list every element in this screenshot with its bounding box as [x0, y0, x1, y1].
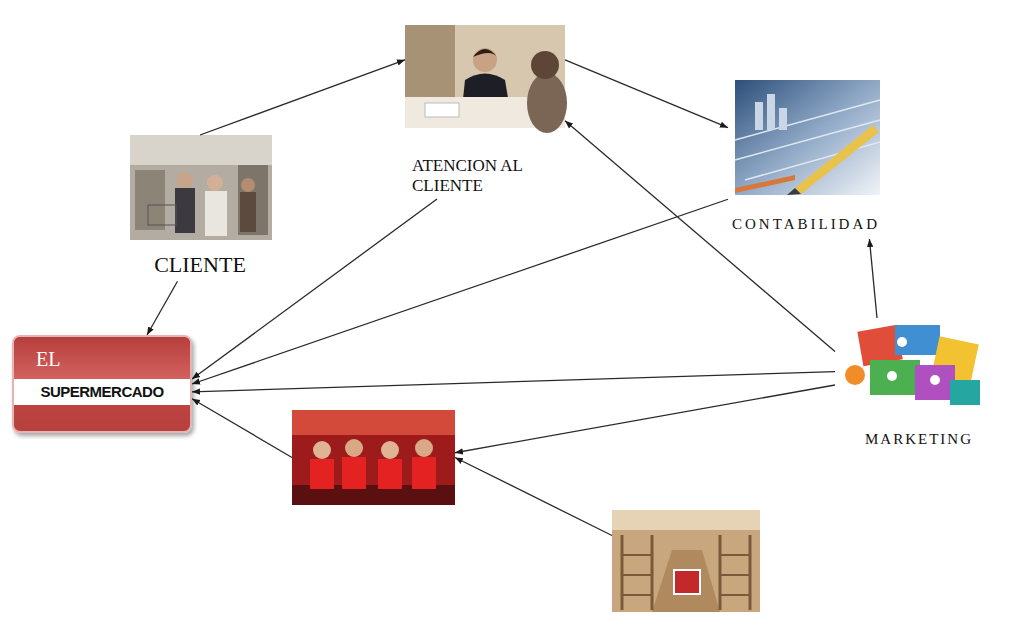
collage-piece [950, 380, 980, 405]
figure-head [897, 337, 907, 347]
chart-bar [767, 94, 775, 130]
accounting-photo [735, 80, 880, 195]
papers [425, 103, 459, 117]
person-body [240, 192, 256, 232]
connector-arrow [192, 372, 835, 392]
connector-arrow [192, 199, 728, 384]
photo-caption: MARKETING [835, 410, 1003, 452]
photo-ground [130, 135, 272, 240]
photo-caption-node: CONTABILIDAD [728, 80, 930, 239]
person-body [175, 188, 195, 233]
shelf [238, 165, 268, 235]
product-box [674, 570, 700, 594]
pencil-tip [787, 188, 801, 195]
person-hair [473, 49, 497, 57]
person-shirt [412, 457, 436, 489]
figure-head [930, 375, 940, 385]
chart-bar [755, 102, 763, 130]
shelf-board [622, 555, 750, 595]
connector-arrow [565, 60, 728, 128]
shelf-post [622, 535, 750, 610]
photo-frame [125, 135, 275, 240]
photo-frame [835, 318, 1003, 410]
person-shirt [378, 459, 402, 489]
person-head [415, 439, 433, 457]
figure-head [887, 371, 897, 381]
connector-arrow [147, 281, 178, 335]
photo-caption: CONTABILIDAD [728, 195, 930, 239]
person-head [241, 178, 255, 192]
person-head [345, 439, 363, 457]
shopping-cart [148, 205, 176, 225]
ceiling [130, 135, 272, 165]
collage-piece [915, 365, 955, 400]
collage-piece [845, 365, 865, 385]
photo-caption-node: ATENCION AL CLIENTE [405, 25, 565, 199]
store-aisle-photo [612, 510, 760, 612]
photo-frame [728, 80, 930, 195]
service-photo [405, 25, 567, 133]
person-head [473, 48, 497, 72]
connector-arrow [455, 458, 612, 536]
connector-arrow [455, 385, 835, 453]
person-head [381, 441, 399, 459]
person-head [531, 51, 559, 79]
connector-arrow [200, 60, 405, 135]
person-shirt [342, 457, 366, 489]
person-body [205, 191, 227, 236]
person-head [313, 441, 331, 459]
photo-caption-node: CLIENTE [125, 135, 275, 281]
staff-photo [292, 410, 455, 505]
pencil [795, 125, 879, 194]
process-box: ELSUPERMERCADO [12, 335, 192, 433]
photo-frame [405, 25, 565, 128]
photo-node [612, 510, 760, 612]
chart-bar [779, 108, 787, 130]
connector-arrow [565, 121, 835, 352]
customer-photo [130, 135, 272, 240]
connector-arrow [192, 199, 437, 379]
box-label: SUPERMERCADO [14, 379, 190, 405]
aisle-floor [652, 550, 720, 612]
person-body [527, 73, 567, 133]
ceiling [612, 510, 760, 530]
sign-band [292, 410, 455, 435]
connector-arrow [192, 399, 292, 458]
photo-ground [292, 410, 455, 505]
collage-piece [870, 360, 920, 395]
photo-ground [612, 510, 760, 612]
marketing-icon [845, 325, 980, 405]
box-heading: EL [14, 337, 190, 379]
photo-ground [735, 80, 880, 195]
photo-frame [612, 510, 760, 612]
person-shirt [310, 459, 334, 489]
color-streak [735, 175, 795, 193]
shelf [135, 170, 165, 230]
photo-frame [292, 410, 455, 505]
person-head [177, 172, 193, 188]
photo-caption: ATENCION AL CLIENTE [405, 128, 565, 199]
collage-piece [895, 325, 940, 355]
photo-caption-node: MARKETING [835, 318, 1003, 452]
photo-node [292, 410, 455, 505]
person-head [207, 175, 223, 191]
photo-caption: CLIENTE [125, 240, 275, 281]
connector-arrow [869, 239, 877, 318]
